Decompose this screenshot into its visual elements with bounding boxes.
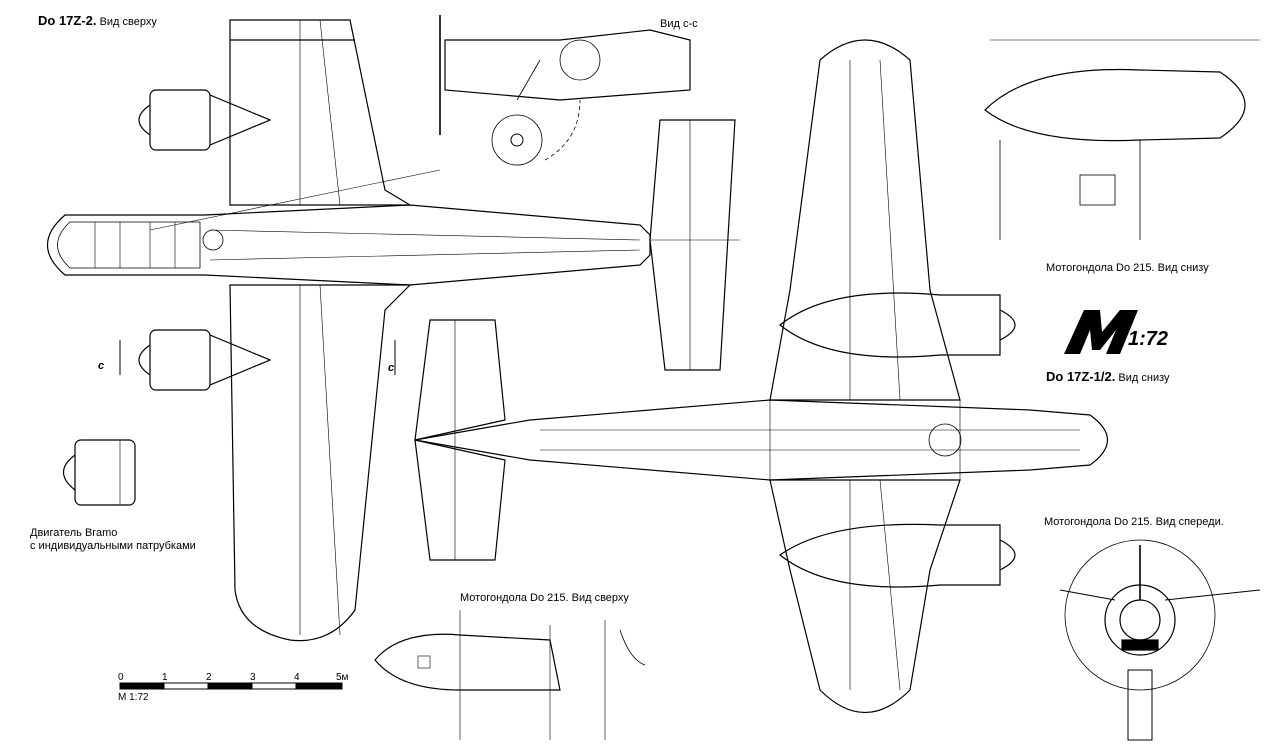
top-view-model: Do 17Z-2. [38, 13, 97, 28]
bottom-view-title: Do 17Z-1/2. Вид снизу [1046, 369, 1170, 385]
scale-tick-0: 0 [118, 672, 124, 683]
scale-tick-3: 3 [250, 672, 256, 683]
nacelle-front-drawing [1059, 539, 1261, 741]
nacelle-front-label: Мотогондола Do 215. Вид спереди. [1044, 516, 1224, 528]
top-view-caption: Вид сверху [99, 16, 157, 28]
top-view-aircraft [46, 19, 740, 642]
logo-scale-text: 1:72 [1128, 328, 1169, 350]
scale-tick-4: 4 [294, 672, 300, 683]
bottom-view-model: Do 17Z-1/2. [1046, 369, 1116, 384]
nacelle-top-drawing [374, 610, 646, 740]
section-mark-left: с [98, 360, 105, 372]
scale-bar [119, 682, 343, 690]
nacelle-bottom-label: Мотогондола Do 215. Вид снизу [1046, 262, 1209, 274]
section-mark-right: с [388, 362, 395, 374]
section-view-label: Вид с-с [660, 18, 698, 30]
engine-caption-line1: Двигатель Bramo [30, 527, 118, 539]
m-logo [1064, 310, 1138, 354]
nacelle-top-label: Мотогондола Do 215. Вид сверху [460, 592, 629, 604]
scale-tick-5: 5м [336, 672, 349, 683]
scale-caption: М 1:72 [118, 692, 149, 703]
scale-tick-1: 1 [162, 672, 168, 683]
section-view-drawing [439, 15, 691, 166]
nacelle-bottom-drawing [984, 39, 1260, 240]
scale-tick-2: 2 [206, 672, 212, 683]
bottom-view-aircraft [414, 39, 1108, 713]
top-view-title: Do 17Z-2. Вид сверху [38, 13, 157, 29]
engine-caption: Двигатель Bramo с индивидуальными патруб… [30, 527, 196, 552]
bottom-view-caption: Вид снизу [1118, 372, 1170, 384]
engine-caption-line2: с индивидуальными патрубками [30, 539, 196, 552]
engine-bramo-drawing [62, 439, 136, 506]
